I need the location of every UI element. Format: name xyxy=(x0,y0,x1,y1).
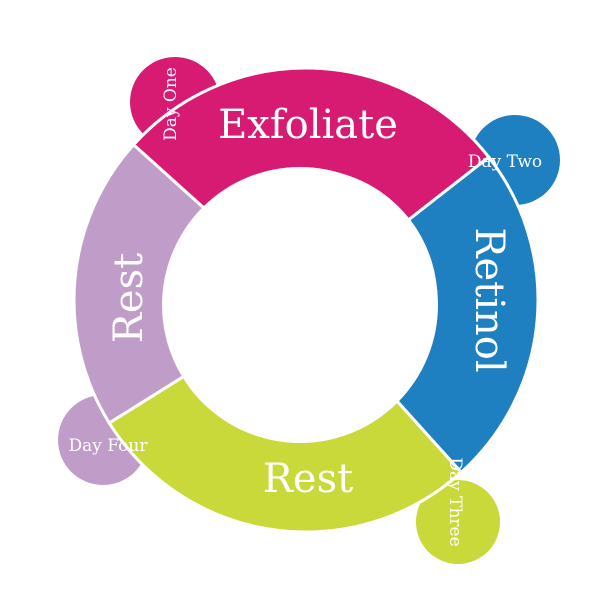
exfoliate-label: Exfoliate xyxy=(218,102,398,148)
day-two-label: Day Two xyxy=(468,152,542,172)
day-one-label: Day One xyxy=(161,67,181,141)
day-three-bubble xyxy=(416,480,500,564)
retinol-label: Retinol xyxy=(466,227,512,372)
day-four-label: Day Four xyxy=(69,436,149,456)
rest-green-label: Rest xyxy=(263,456,353,502)
day-three-label: Day Three xyxy=(445,457,465,546)
rest-lavender-label: Rest xyxy=(106,253,152,343)
center-hole xyxy=(162,167,438,443)
